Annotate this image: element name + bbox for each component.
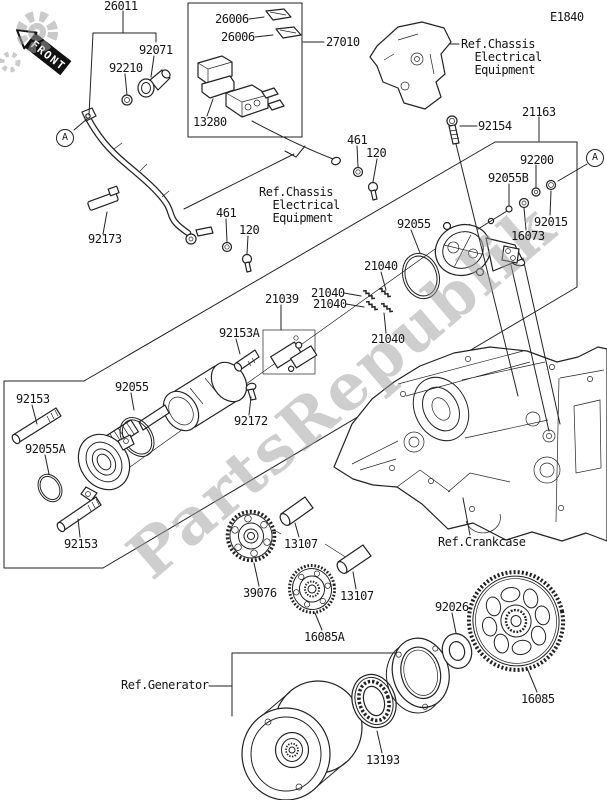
view-ref-a-left: A xyxy=(56,129,74,147)
part-label-92055-right: 92055 xyxy=(397,217,431,231)
starter-relay-drawing xyxy=(225,84,341,166)
part-label-13107-a: 13107 xyxy=(284,537,318,551)
o-ring-92055A-drawing xyxy=(37,473,63,503)
part-label-120-a: 120 xyxy=(239,223,260,237)
shaft-pin-13107-drawing xyxy=(279,496,372,574)
part-label-21039: 21039 xyxy=(265,292,299,306)
endcap-fasteners-drawing xyxy=(505,179,557,213)
ref-generator-label: Ref.Generator xyxy=(121,678,209,692)
starter-motor-drawing xyxy=(77,361,248,502)
screw-92172-drawing xyxy=(245,382,257,401)
part-label-92210: 92210 xyxy=(109,61,143,75)
brush-holder-21039-drawing xyxy=(270,335,318,373)
part-label-21163: 21163 xyxy=(522,105,556,119)
part-label-120-b: 120 xyxy=(366,146,387,160)
generator-rotor-drawing xyxy=(241,680,363,800)
part-label-21040-b: 21040 xyxy=(311,286,345,300)
part-label-16085: 16085 xyxy=(521,692,555,706)
part-label-16085A: 16085A xyxy=(304,630,345,644)
leader-lines xyxy=(31,10,588,754)
part-label-92200: 92200 xyxy=(520,153,554,167)
part-label-21040-c: 21040 xyxy=(313,297,347,311)
part-label-92071: 92071 xyxy=(139,43,173,57)
part-label-92055B: 92055B xyxy=(488,171,529,185)
end-cover-16073-drawing xyxy=(434,217,561,432)
part-label-92055-left: 92055 xyxy=(115,380,149,394)
ref-chassis-label-mid: Ref.Chassis Electrical Equipment xyxy=(259,185,340,225)
nut-92210-drawing xyxy=(121,94,133,106)
brush-springs-21040-drawing xyxy=(362,287,394,313)
part-label-26006-a: 26006 xyxy=(215,12,249,26)
fuses-26006-drawing xyxy=(265,8,302,39)
part-label-39076: 39076 xyxy=(243,586,277,600)
clamp-92173-drawing xyxy=(87,185,120,211)
grommet-92071-drawing xyxy=(137,69,171,98)
battery-cable-26011-drawing xyxy=(81,107,214,245)
part-label-92153A: 92153A xyxy=(219,326,260,340)
part-label-461-b: 461 xyxy=(347,133,368,147)
junction-box-drawing xyxy=(369,21,452,110)
part-label-92015: 92015 xyxy=(534,215,568,229)
o-ring-92055-right-drawing xyxy=(401,252,441,300)
part-label-92154: 92154 xyxy=(478,119,512,133)
part-label-26006-b: 26006 xyxy=(221,30,255,44)
ref-chassis-label-top: Ref.Chassis Electrical Equipment xyxy=(461,37,542,77)
part-label-92153-b: 92153 xyxy=(64,537,98,551)
page-code: E1840 xyxy=(550,10,584,24)
sprocket-16085A-drawing xyxy=(287,564,337,614)
front-housing xyxy=(77,433,131,491)
ref-crankcase-label: Ref.Crankcase xyxy=(438,535,526,549)
part-label-92153-a: 92153 xyxy=(16,392,50,406)
part-label-27010: 27010 xyxy=(326,35,360,49)
part-label-13280: 13280 xyxy=(193,115,227,129)
part-label-92172: 92172 xyxy=(234,414,268,428)
part-label-461-a: 461 xyxy=(216,206,237,220)
crankcase-drawing xyxy=(333,346,607,542)
washer-92026-drawing xyxy=(441,633,473,669)
front-arrow: FRONT xyxy=(16,29,72,76)
ring-gear-16085-drawing xyxy=(466,570,566,672)
view-ref-a-right: A xyxy=(586,149,604,167)
part-label-26011: 26011 xyxy=(104,0,138,13)
clutch-housing-ring-drawing xyxy=(385,637,450,714)
oneway-clutch-13193-drawing xyxy=(351,673,397,729)
relay-13280-drawing xyxy=(197,55,235,99)
bolt-92153-drawing xyxy=(11,407,102,533)
part-label-13107-b: 13107 xyxy=(340,589,374,603)
part-label-21040-a: 21040 xyxy=(364,259,398,273)
nuts-461-screws-120-drawing xyxy=(221,166,379,273)
part-label-16073: 16073 xyxy=(511,229,545,243)
bolt-92154-drawing xyxy=(446,115,460,145)
idle-gear-39076-drawing xyxy=(225,509,277,563)
part-label-92055A: 92055A xyxy=(25,442,66,456)
part-label-92173: 92173 xyxy=(88,232,122,246)
part-label-21040-d: 21040 xyxy=(371,332,405,346)
part-label-92026: 92026 xyxy=(435,600,469,614)
part-label-13193: 13193 xyxy=(366,753,400,767)
bolt-92153A-drawing xyxy=(233,349,260,372)
